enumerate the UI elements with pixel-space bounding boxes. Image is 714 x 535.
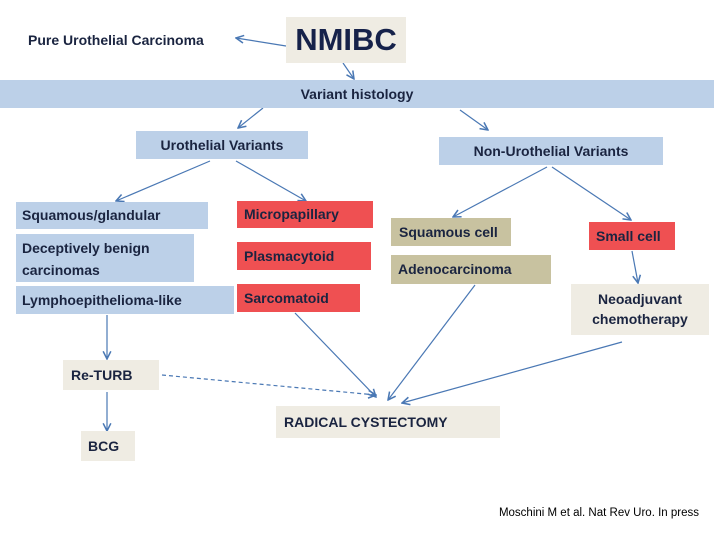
arrow-variant-to-urothelial — [238, 107, 264, 128]
squamous-glandular-box: Squamous/glandular — [16, 202, 208, 229]
adenocarcinoma-box: Adenocarcinoma — [391, 255, 551, 284]
deceptively-benign-box: Deceptively benign carcinomas — [16, 234, 194, 282]
squamous-cell-box: Squamous cell — [391, 218, 511, 246]
nmibc-box: NMIBC — [286, 17, 406, 63]
arrow-nmibc-to-pure — [236, 38, 287, 47]
lymphoepithelioma-box: Lymphoepithelioma-like — [16, 286, 234, 314]
plasmacytoid-box: Plasmacytoid — [237, 242, 371, 270]
pure-urothelial-label: Pure Urothelial Carcinoma — [28, 32, 204, 48]
arrow-urothelial-to-micropapillary — [235, 160, 306, 201]
arrow-variant-to-nonurothelial — [459, 109, 488, 130]
re-turb-box: Re-TURB — [63, 360, 159, 390]
arrow-urothelial-to-squamous — [116, 160, 211, 201]
arrow-smallcell-to-neoadjuvant — [631, 250, 638, 283]
urothelial-variants-box: Urothelial Variants — [136, 131, 308, 159]
micropapillary-box: Micropapillary — [237, 201, 373, 228]
neoadjuvant-chemotherapy-box: Neoadjuvant chemotherapy — [571, 284, 709, 335]
variant-histology-bar: Variant histology — [0, 80, 714, 108]
arrow-neoadjuvant-to-cystectomy — [402, 341, 623, 403]
non-urothelial-variants-box: Non-Urothelial Variants — [439, 137, 663, 165]
arrow-nmibc-to-variant — [342, 62, 354, 79]
arrow-sarcomatoid-to-cystectomy — [294, 312, 376, 397]
small-cell-box: Small cell — [589, 222, 675, 250]
citation-credit: Moschini M et al. Nat Rev Uro. In press — [498, 507, 699, 519]
arrow-nonurothelial-to-small-cell — [551, 166, 631, 220]
sarcomatoid-box: Sarcomatoid — [237, 284, 360, 312]
bcg-box: BCG — [81, 431, 135, 461]
arrow-adenocarcinoma-to-cystectomy — [388, 284, 476, 400]
arrow-returb-to-cystectomy — [161, 374, 376, 395]
radical-cystectomy-box: RADICAL CYSTECTOMY — [276, 406, 500, 438]
arrow-nonurothelial-to-squamous-cell — [453, 166, 548, 217]
